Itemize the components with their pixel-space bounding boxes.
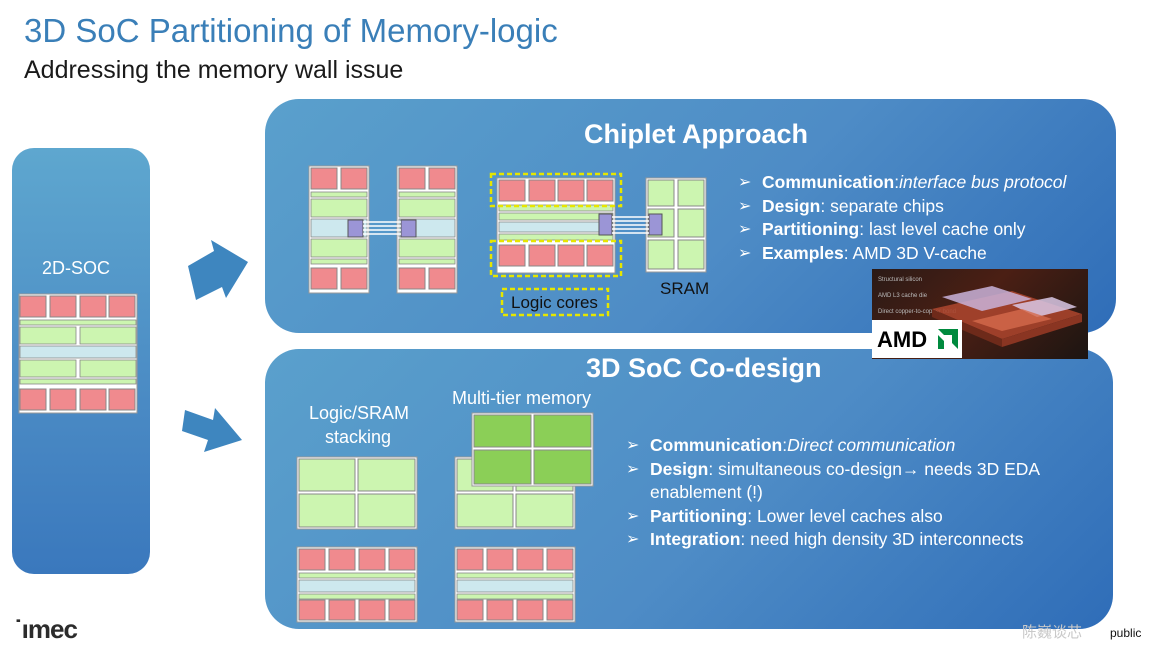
label-sram: SRAM — [660, 279, 710, 298]
chevron-bullet-icon: ➢ — [626, 437, 640, 454]
chiplet-bullet-partitioning: ➢Partitioning: last level cache only — [738, 218, 1066, 242]
amd-vcache-image: Structural silicon AMD L3 cache die Dire… — [872, 269, 1088, 359]
amd-logo: AMD — [872, 320, 962, 358]
multitier-logic-die — [454, 546, 576, 623]
label-logic-sram-stacking-1: Logic/SRAM — [309, 403, 410, 423]
codesign-bullet-partitioning: ➢Partitioning: Lower level caches also — [626, 505, 1040, 529]
chevron-bullet-icon: ➢ — [626, 507, 640, 525]
public-label: public — [1110, 626, 1142, 640]
codesign-heading: 3D SoC Co-design — [586, 353, 822, 383]
codesign-bullet-integration: ➢Integration: need high density 3D inter… — [626, 528, 1040, 552]
watermark: 陈巍谈芯 — [1022, 624, 1083, 641]
label-multi-tier-memory: Multi-tier memory — [452, 388, 592, 408]
chiplet-bus-2 — [598, 213, 663, 236]
chiplet-bullet-examples: ➢Examples: AMD 3D V-cache — [738, 242, 1066, 266]
amd-caption-2: AMD L3 cache die — [878, 293, 928, 299]
label-logic-cores: Logic cores — [511, 293, 598, 312]
chevron-bullet-icon: ➢ — [738, 174, 752, 191]
stack-logic-die — [296, 546, 418, 623]
codesign-bullet-design: ➢Design: simultaneous co-design→ needs 3… — [626, 458, 1040, 482]
chevron-bullet-icon: ➢ — [738, 244, 752, 262]
slide-title: 3D SoC Partitioning of Memory-logic — [24, 12, 558, 49]
chevron-bullet-icon: ➢ — [626, 460, 640, 478]
codesign-bullet-design-cont: enablement (!) — [650, 482, 763, 502]
slide-subtitle: Addressing the memory wall issue — [24, 56, 404, 84]
chiplet-bus-1 — [347, 219, 417, 238]
highlight-top-cores — [489, 172, 623, 208]
arrow-to-codesign-icon — [182, 408, 242, 452]
amd-caption-3: Direct copper-to-copper bond — [878, 309, 957, 315]
highlight-bottom-cores — [489, 239, 623, 278]
vcache-die-stack-icon — [932, 286, 1082, 347]
label-2d-soc: 2D-SOC — [42, 258, 111, 278]
chevron-bullet-icon: ➢ — [626, 531, 640, 548]
imec-logo: ˙ımec — [14, 614, 78, 644]
stack-sram-die — [296, 456, 418, 530]
amd-logo-text: AMD — [877, 327, 928, 352]
logic-cores-label-box — [500, 287, 610, 317]
arrow-to-chiplet-icon — [188, 240, 248, 300]
amd-caption-1: Structural silicon — [878, 277, 923, 283]
chiplet-heading: Chiplet Approach — [584, 119, 809, 149]
multitier-upper-die — [471, 412, 594, 487]
chiplet-bullet-list: ➢Communication: interface bus protocol ➢… — [738, 171, 1066, 265]
chiplet-bullet-design: ➢Design: separate chips — [738, 195, 1066, 219]
chiplet-right-die — [396, 165, 458, 294]
codesign-bullet-list: ➢Communication: Direct communication ➢De… — [626, 434, 1040, 552]
chevron-bullet-icon: ➢ — [738, 221, 752, 238]
label-logic-sram-stacking-2: stacking — [325, 427, 392, 447]
amd-arrow-icon — [938, 329, 958, 349]
chiplet-sram-die — [645, 177, 707, 273]
chiplet-logic-die — [496, 177, 616, 274]
codesign-bullet-communication: ➢Communication: Direct communication — [626, 434, 1040, 458]
chiplet-bullet-communication: ➢Communication: interface bus protocol — [738, 171, 1066, 195]
chip-2d-soc — [18, 293, 138, 414]
chevron-bullet-icon: ➢ — [738, 197, 752, 215]
